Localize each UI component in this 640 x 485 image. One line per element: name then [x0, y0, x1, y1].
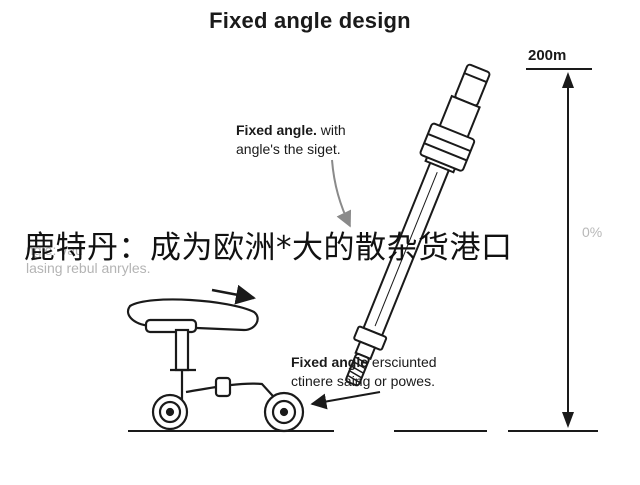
balance-bike	[126, 298, 305, 433]
callout-bottom-heading: Fixed angle	[291, 354, 369, 370]
callout-top-text: Fixed angle. with angle's the siget.	[236, 121, 346, 159]
diagram-title: Fixed angle design	[209, 8, 411, 33]
height-dimension-label: 200m	[528, 47, 567, 64]
tilted-pole	[345, 63, 491, 387]
watermark-text: 鹿特丹：成为欧洲*大的散杂货港口	[24, 230, 513, 266]
callout-bottom-arrow	[310, 391, 381, 410]
callout-top-arrow	[331, 159, 352, 228]
faded-caption-line1: ngle: vau	[26, 242, 83, 258]
callout-top-heading: Fixed angle.	[236, 122, 317, 138]
height-dimension	[526, 68, 592, 428]
callout-bottom-line1: ersciunted	[368, 354, 437, 370]
callout-top-line2: angle's the siget.	[236, 141, 341, 157]
callout-bottom-line2: ctinere saing or powes.	[291, 373, 435, 389]
faded-caption-edge: 0%	[582, 224, 603, 240]
faded-caption: ngle: vau lasing rebul anryles.	[26, 241, 151, 277]
faded-caption-line2: lasing rebul anryles.	[26, 260, 151, 276]
callout-bottom-text: Fixed angle ersciunted ctinere saing or …	[291, 353, 437, 391]
callout-top-line1: with	[316, 122, 346, 138]
motion-arrow	[211, 284, 256, 305]
